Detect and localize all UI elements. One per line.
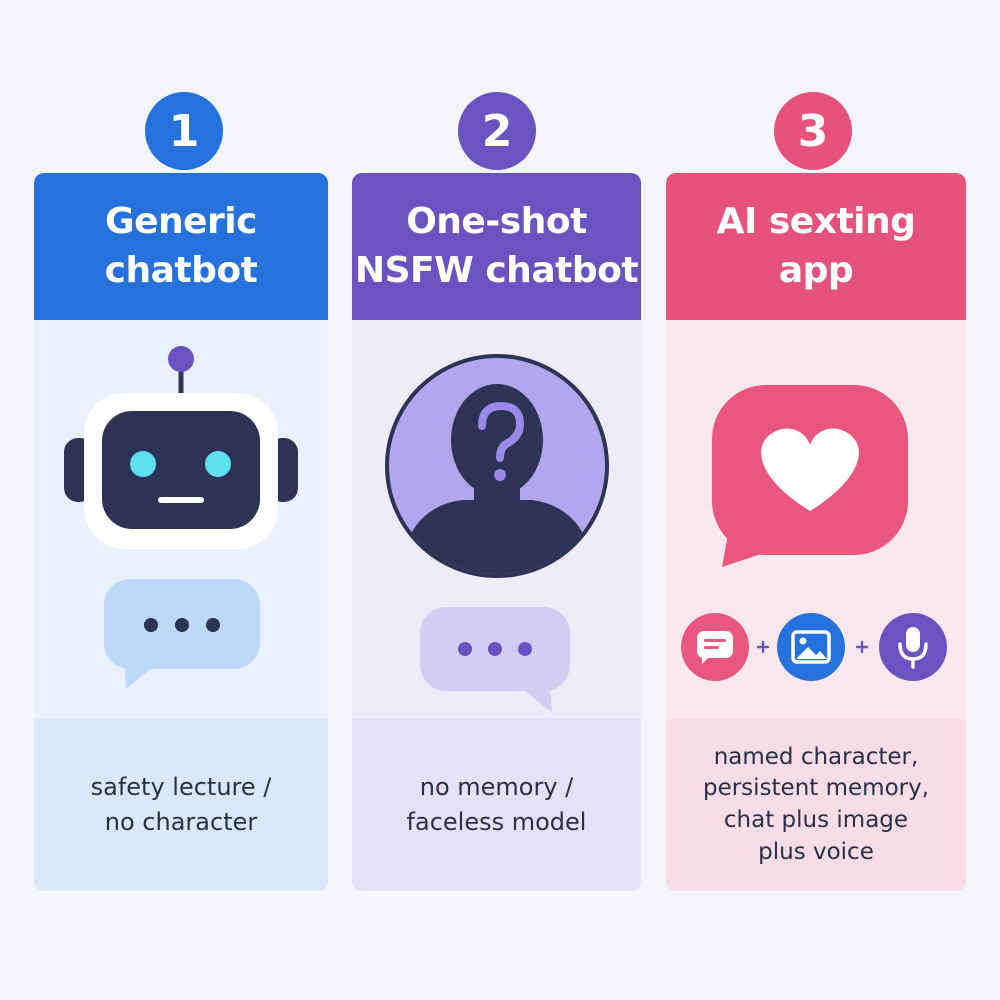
step-1-badge: 1 <box>145 92 223 170</box>
panel-3-title: AI sexting app <box>666 173 966 320</box>
panel-ai-sexting-app: AI sexting app named character, persiste… <box>666 173 966 891</box>
panel-2-title: One-shot NSFW chatbot <box>352 173 641 320</box>
panel-3-caption: named character, persistent memory, chat… <box>666 719 966 891</box>
image-icon <box>777 613 845 681</box>
step-3-badge: 3 <box>774 92 852 170</box>
chat-icon <box>681 613 749 681</box>
panel-1-caption: safety lecture / no character <box>34 719 328 891</box>
plus-separator-icon <box>756 640 770 654</box>
panel-1-title: Generic chatbot <box>34 173 328 320</box>
panel-2-caption: no memory / faceless model <box>352 719 641 891</box>
robot-icon <box>64 346 298 549</box>
typing-bubble-icon <box>104 579 260 689</box>
heart-chat-bubble-icon <box>712 385 908 567</box>
microphone-icon <box>879 613 947 681</box>
question-mark-icon <box>478 401 525 481</box>
panel-generic-chatbot: Generic chatbot safety lecture / no char… <box>34 173 328 891</box>
panel-one-shot-nsfw-chatbot: One-shot NSFW chatbot no memory / facele… <box>352 173 641 891</box>
typing-bubble-icon <box>420 607 570 713</box>
faceless-silhouette-icon <box>385 354 609 578</box>
plus-separator-icon <box>855 640 869 654</box>
step-2-badge: 2 <box>458 92 536 170</box>
